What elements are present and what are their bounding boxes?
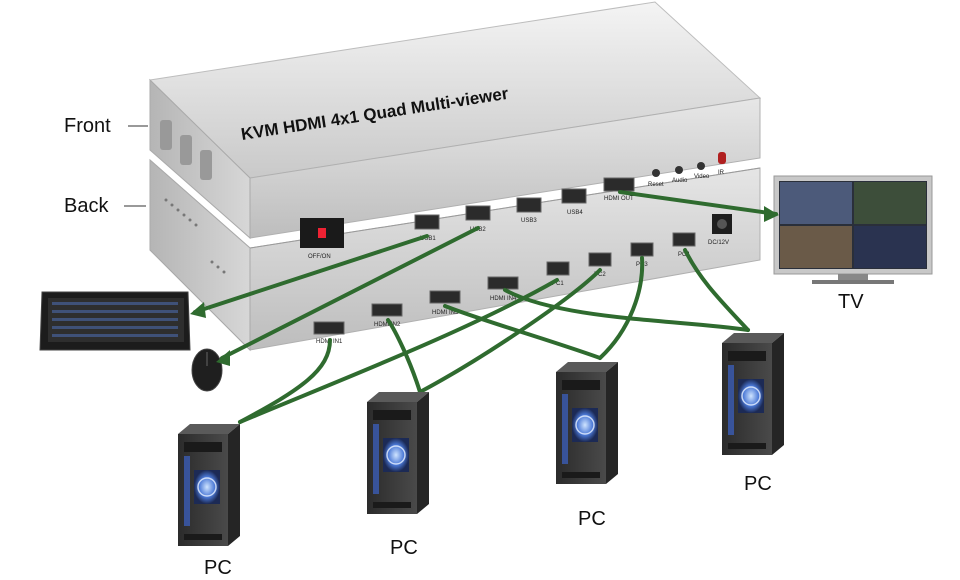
kvm-switch-device: KVM HDMI 4x1 Quad Multi-viewer USB1 USB2… xyxy=(148,1,762,352)
usb4-port: USB4 xyxy=(561,188,587,216)
mouse xyxy=(191,348,223,392)
power-switch: OFF/ON xyxy=(300,218,344,260)
usb1-label: USB1 xyxy=(420,236,436,242)
back-panel-ports: HDMI IN1 HDMI IN2 HDMI IN3 HDMI IN4 PC1 … xyxy=(313,232,696,345)
hdmi-out-label: HDMI OUT xyxy=(604,196,634,202)
svg-text:Reset: Reset xyxy=(648,182,664,188)
svg-text:HDMI IN2: HDMI IN2 xyxy=(374,322,401,328)
front-buttons: Reset Audio Video IR xyxy=(648,152,726,188)
front-label: Front xyxy=(64,115,111,137)
svg-text:HDMI IN3: HDMI IN3 xyxy=(432,310,459,316)
pc2-port: PC2 xyxy=(588,252,612,278)
svg-text:IR: IR xyxy=(718,170,725,176)
svg-text:PC2: PC2 xyxy=(594,272,606,278)
pc-3: PC xyxy=(555,361,619,530)
power-label: OFF/ON xyxy=(308,254,331,260)
hdmi-in2-port: HDMI IN2 xyxy=(371,303,403,328)
pc-2: PC xyxy=(366,391,430,559)
keyboard xyxy=(39,291,191,351)
svg-text:DC/12V: DC/12V xyxy=(708,240,729,246)
hdmi-out-port: HDMI OUT xyxy=(603,177,635,202)
hdmi-in3-port: HDMI IN3 xyxy=(429,290,461,316)
svg-text:PC1: PC1 xyxy=(552,281,564,287)
tv-monitor: TV xyxy=(773,175,933,313)
front-panel-ports: USB1 USB2 USB3 USB4 HDMI OUT Reset Audio… xyxy=(300,152,732,260)
svg-text:HDMI IN4: HDMI IN4 xyxy=(490,296,517,302)
svg-text:Video: Video xyxy=(694,174,710,180)
pc1-port: PC1 xyxy=(546,261,570,287)
usb3-label: USB3 xyxy=(521,218,537,224)
pc-1: PC xyxy=(177,423,241,579)
hdmi-in4-port: HDMI IN4 xyxy=(487,276,519,302)
pc-4: PC xyxy=(721,332,785,495)
pc-4-label: PC xyxy=(744,473,772,495)
pc-3-label: PC xyxy=(578,508,606,530)
back-label: Back xyxy=(64,195,109,217)
vent-grille xyxy=(160,120,226,274)
pc-2-label: PC xyxy=(390,537,418,559)
usb1-port: USB1 xyxy=(414,214,440,242)
usb3-port: USB3 xyxy=(516,197,542,224)
dc-jack: DC/12V xyxy=(708,214,732,246)
pc-1-label: PC xyxy=(204,557,232,579)
usb4-label: USB4 xyxy=(567,210,583,216)
connection-cables xyxy=(190,190,779,424)
svg-text:Audio: Audio xyxy=(672,178,688,184)
pc4-port: PC4 xyxy=(672,232,696,258)
svg-text:PC4: PC4 xyxy=(678,252,690,258)
tv-label: TV xyxy=(838,291,864,313)
